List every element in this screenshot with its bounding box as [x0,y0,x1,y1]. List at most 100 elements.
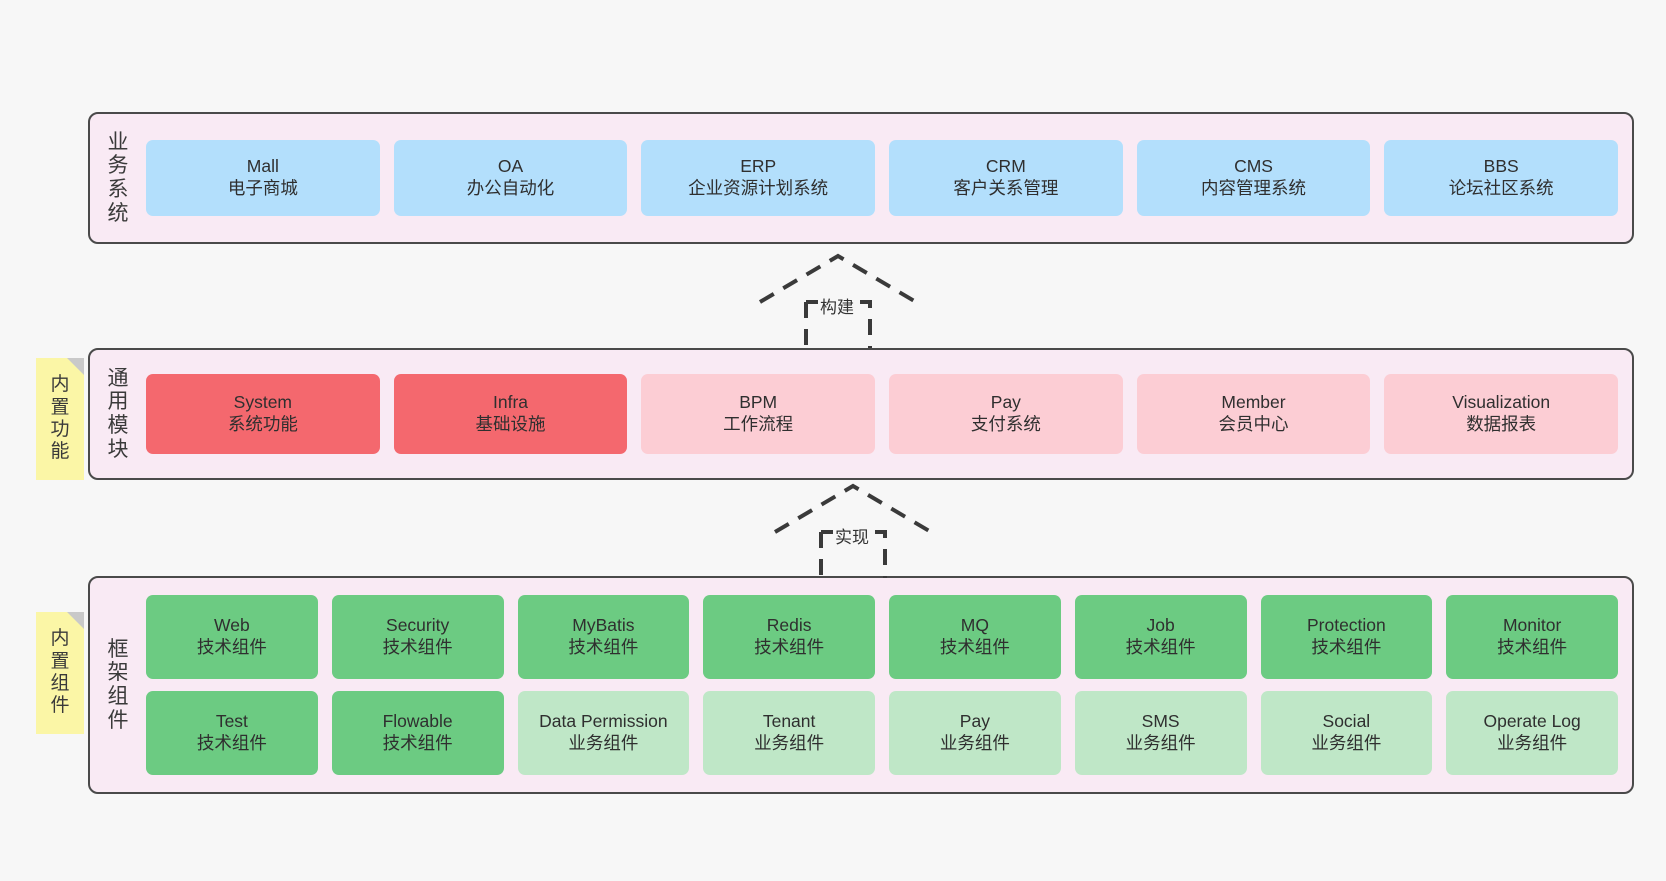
node-title-en: MyBatis [572,615,635,636]
node-visualization[interactable]: Visualization 数据报表 [1384,374,1619,454]
node-title-cn: 工作流程 [723,414,794,434]
node-title-cn: 支付系统 [970,414,1041,434]
node-title-cn: 业务组件 [1125,733,1196,753]
connector-build-arrow [758,253,918,348]
arrowhead-open-triangle [773,483,933,534]
sticky-char: 组 [50,673,70,694]
layer-title-char: 统 [107,201,129,225]
node-monitor[interactable]: Monitor 技术组件 [1446,595,1618,679]
node-title-en: Protection [1306,615,1386,636]
node-redis[interactable]: Redis 技术组件 [703,595,875,679]
layer-framework-components: 框 架 组 件 Web 技术组件 Security 技术组件 MyBatis 技… [88,576,1634,794]
node-cms[interactable]: CMS 内容管理系统 [1136,140,1371,216]
connector-build-label: 构建 [818,293,856,318]
node-title-en: Pay [990,392,1021,413]
node-bpm[interactable]: BPM 工作流程 [641,374,876,454]
box-row: System 系统功能 Infra 基础设施 BPM 工作流程 Pay 支付系统… [146,374,1619,454]
layer-title-char: 模 [107,414,129,437]
node-title-en: OA [497,156,524,177]
layer-title-char: 系 [107,178,129,201]
node-title-en: Flowable [382,711,453,732]
layer-title-char: 通 [107,366,129,390]
node-title-en: Monitor [1502,615,1562,636]
node-title-en: MQ [960,615,989,636]
node-title-cn: 技术组件 [382,733,453,753]
node-title-cn: 技术组件 [1125,637,1196,657]
sticky-char: 置 [50,650,70,672]
layer-title-char: 业 [107,130,129,154]
connector-stem [806,300,872,348]
node-title-cn: 技术组件 [196,637,267,657]
node-flowable[interactable]: Flowable 技术组件 [331,691,504,775]
node-security[interactable]: Security 技术组件 [331,595,504,679]
node-system[interactable]: System 系统功能 [146,374,380,454]
node-title-cn: 业务组件 [1497,733,1568,753]
connector-build: 构建 [750,252,940,348]
node-title-en: Tenant [762,711,816,732]
layer-title-modules: 通 用 模 块 [90,350,146,478]
node-crm[interactable]: CRM 客户关系管理 [889,140,1123,216]
node-mq[interactable]: MQ 技术组件 [889,595,1061,679]
layer-title-char: 块 [107,437,129,461]
node-title-en: Pay [959,711,990,732]
node-title-cn: 数据报表 [1466,414,1537,434]
node-protection[interactable]: Protection 技术组件 [1260,595,1433,679]
node-title-cn: 技术组件 [1311,637,1382,657]
node-title-en: Operate Log [1483,711,1581,732]
sticky-note-builtin-components: 内 置 组 件 [36,612,84,734]
node-title-cn: 基础设施 [475,414,546,434]
node-tenant[interactable]: Tenant 业务组件 [703,691,875,775]
node-infra[interactable]: Infra 基础设施 [393,374,628,454]
node-title-en: Social [1322,711,1371,732]
node-test[interactable]: Test 技术组件 [146,691,318,775]
layer-title-char: 框 [107,637,129,661]
sticky-char: 内 [50,628,70,650]
node-title-en: CMS [1234,156,1273,177]
node-title-cn: 技术组件 [1497,637,1568,657]
node-mybatis[interactable]: MyBatis 技术组件 [517,595,690,679]
sticky-char: 内 [50,374,70,396]
node-sms[interactable]: SMS 业务组件 [1074,691,1247,775]
layer-title-char: 架 [107,661,129,685]
node-title-cn: 企业资源计划系统 [688,178,829,198]
node-operate-log[interactable]: Operate Log 业务组件 [1446,691,1618,775]
node-title-en: ERP [740,156,777,177]
node-social[interactable]: Social 业务组件 [1260,691,1433,775]
node-title-cn: 技术组件 [754,637,825,657]
sticky-fold-corner [67,358,84,375]
node-title-en: BPM [739,392,778,413]
node-title-cn: 技术组件 [568,637,639,657]
node-web[interactable]: Web 技术组件 [146,595,318,679]
sticky-char: 功 [50,419,70,440]
connector-implement-arrow [773,483,933,578]
node-title-cn: 业务组件 [939,733,1010,753]
sticky-fold-corner [67,612,84,629]
node-title-en: Infra [492,392,529,413]
node-title-en: System [233,392,293,413]
node-data-permission[interactable]: Data Permission 业务组件 [517,691,690,775]
node-title-cn: 系统功能 [227,414,298,434]
node-job[interactable]: Job 技术组件 [1074,595,1247,679]
node-pay-component[interactable]: Pay 业务组件 [889,691,1061,775]
node-mall[interactable]: Mall 电子商城 [146,140,380,216]
node-member[interactable]: Member 会员中心 [1136,374,1371,454]
layer-framework-boxes: Web 技术组件 Security 技术组件 MyBatis 技术组件 Redi… [146,578,1632,792]
sticky-char: 置 [50,396,70,418]
node-erp[interactable]: ERP 企业资源计划系统 [641,140,876,216]
node-title-cn: 业务组件 [568,733,639,753]
node-title-cn: 技术组件 [382,637,453,657]
node-title-en: Member [1221,392,1286,413]
sticky-char: 能 [50,441,70,463]
node-title-en: Data Permission [539,711,668,732]
sticky-char: 件 [50,695,70,717]
node-title-en: BBS [1483,156,1519,177]
node-oa[interactable]: OA 办公自动化 [393,140,628,216]
box-row-business: Test 技术组件 Flowable 技术组件 Data Permission … [146,691,1618,775]
node-title-en: Test [215,711,248,732]
node-title-cn: 技术组件 [196,733,267,753]
arrowhead-open-triangle [758,253,918,304]
node-bbs[interactable]: BBS 论坛社区系统 [1384,140,1619,216]
node-title-en: Web [214,615,250,636]
node-pay-module[interactable]: Pay 支付系统 [889,374,1123,454]
layer-modules-boxes: System 系统功能 Infra 基础设施 BPM 工作流程 Pay 支付系统… [146,350,1632,478]
